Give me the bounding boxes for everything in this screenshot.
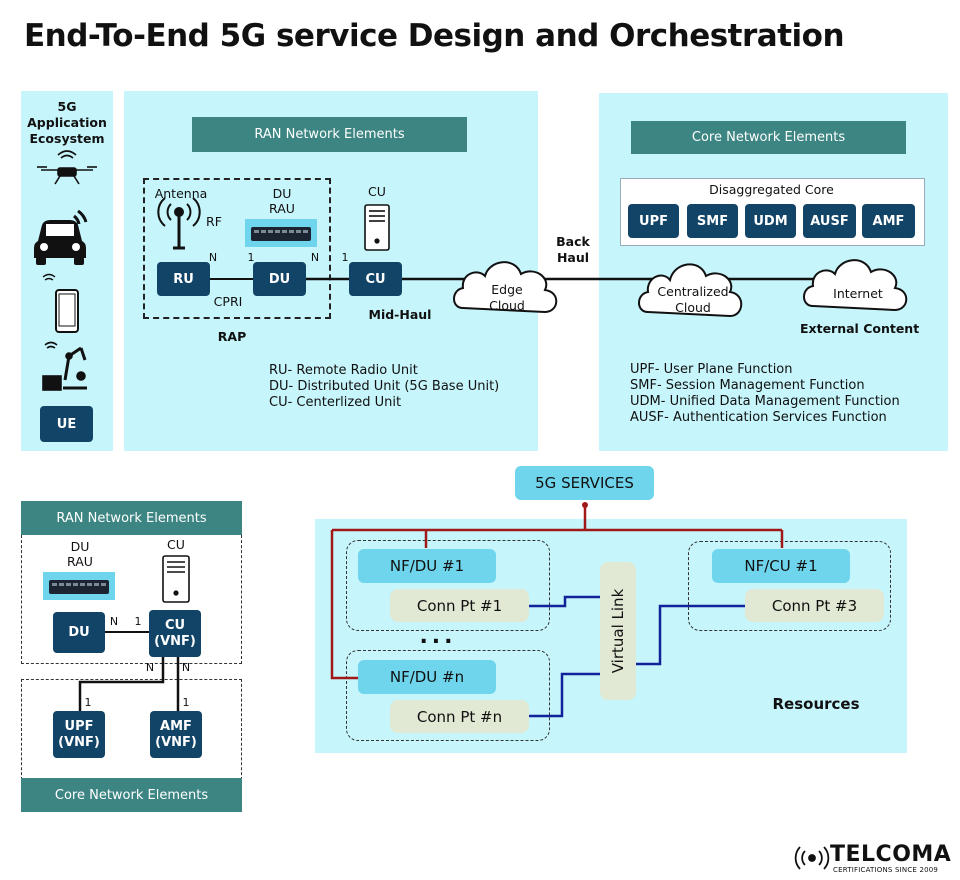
vnf-server-icon: [162, 555, 190, 603]
core-fn-upf: UPF: [628, 204, 679, 238]
robot-arm-icon: [42, 341, 87, 391]
cu1-group: [688, 541, 891, 631]
disaggregated-label: Disaggregated Core: [709, 182, 834, 197]
core-fn-smf: SMF: [687, 204, 738, 238]
telcoma-logo-icon: [794, 846, 830, 870]
nf-cu1-box: NF/CU #1: [712, 549, 850, 583]
ru-box: RU: [157, 262, 210, 296]
one-label-1: 1: [247, 251, 255, 264]
conn-pt-n: Conn Pt #n: [390, 700, 529, 733]
resources-label: Resources: [772, 695, 860, 713]
brand-tagline: CERTIFICATIONS SINCE 2009: [833, 866, 939, 874]
server-icon: [364, 204, 390, 251]
cu-box: CU: [349, 262, 402, 296]
one-label-2: 1: [341, 251, 349, 264]
car-icon: [34, 209, 88, 265]
vnf-cu-upf-link: [78, 657, 165, 711]
vnf-n-label-b: N: [181, 661, 191, 674]
vnf-ran-box: [21, 535, 242, 664]
vnf-n-label-a: N: [145, 661, 155, 674]
nf-dun-box: NF/DU #n: [358, 660, 496, 694]
vnf-one-label: 1: [134, 615, 142, 628]
vnf-du-top-label: DU RAU: [67, 539, 93, 569]
vlink-cp3: [636, 604, 745, 666]
rap-label: RAP: [217, 329, 247, 344]
vnf-ran-header: RAN Network Elements: [21, 501, 242, 535]
virtual-link-box: [600, 562, 636, 700]
cpri-label: CPRI: [213, 294, 243, 309]
more-dots: ...: [419, 624, 457, 649]
centralized-cloud-icon: [638, 263, 743, 318]
external-content-label: External Content: [800, 321, 920, 336]
vnf-n-label: N: [109, 615, 119, 628]
antenna-icon: [157, 197, 201, 250]
vnf-one-label-a: 1: [84, 696, 92, 709]
rf-label: RF: [206, 214, 222, 229]
du1-group: [346, 540, 550, 631]
vnf-switch-icon: [43, 572, 115, 600]
smartphone-icon: [42, 273, 79, 333]
du-top-label: DU RAU: [269, 186, 295, 216]
brand-name: TELCOMA: [830, 842, 952, 867]
ran-header: RAN Network Elements: [192, 117, 467, 152]
vnf-cu-box: CU (VNF): [149, 610, 201, 657]
services-title-box: 5G SERVICES: [515, 466, 654, 500]
vnf-core-header: Core Network Elements: [21, 778, 242, 812]
network-switch-icon: [245, 219, 317, 247]
vnf-core-box: [21, 679, 242, 780]
drone-icon: [37, 150, 97, 185]
midhaul-label: Mid-Haul: [368, 307, 432, 322]
n-label-1: N: [208, 251, 218, 264]
edge-cloud-label: Edge Cloud: [489, 282, 525, 313]
vnf-amf-box: AMF (VNF): [150, 711, 202, 758]
antenna-label: Antenna: [154, 186, 208, 201]
core-fn-ausf: AUSF: [803, 204, 856, 238]
conn-pt-1: Conn Pt #1: [390, 589, 529, 622]
rap-box: [143, 178, 331, 319]
core-fn-amf: AMF: [862, 204, 915, 238]
core-header: Core Network Elements: [631, 121, 906, 154]
page-title: End-To-End 5G service Design and Orchest…: [24, 18, 845, 54]
vlink-cp1: [529, 595, 600, 608]
vnf-one-label-b: 1: [182, 696, 190, 709]
du-box: DU: [253, 262, 306, 296]
centralized-cloud-label: Centralized Cloud: [657, 284, 729, 315]
ue-box: UE: [40, 406, 93, 442]
ecosystem-heading: 5G Application Ecosystem: [27, 99, 107, 146]
conn-pt-3: Conn Pt #3: [745, 589, 884, 622]
core-legend: UPF- User Plane Function SMF- Session Ma…: [630, 362, 900, 425]
vnf-cu-top-label: CU: [167, 537, 185, 552]
internet-cloud-icon: [803, 259, 908, 312]
ran-legend: RU- Remote Radio Unit DU- Distributed Un…: [269, 363, 500, 410]
nf-du1-box: NF/DU #1: [358, 549, 496, 583]
vlink-cpn: [529, 672, 600, 718]
n-label-2: N: [310, 251, 320, 264]
vnf-du-box: DU: [53, 612, 105, 653]
dun-group: [346, 650, 550, 741]
internet-label: Internet: [833, 286, 883, 301]
backhaul-label: Back Haul: [556, 234, 590, 265]
core-fn-udm: UDM: [745, 204, 796, 238]
edge-cloud-icon: [453, 261, 558, 314]
cu-top-label: CU: [368, 184, 386, 199]
vnf-upf-box: UPF (VNF): [53, 711, 105, 758]
